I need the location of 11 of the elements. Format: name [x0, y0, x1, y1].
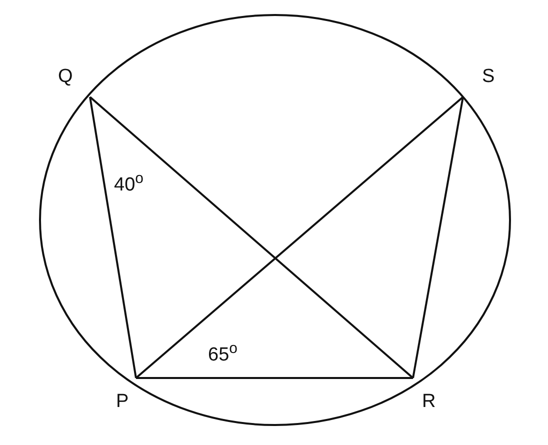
line-segment: [135, 96, 464, 379]
point-label: P: [116, 391, 129, 413]
line-segment: [412, 96, 464, 378]
point-label: Q: [58, 66, 73, 88]
line-segment: [136, 377, 413, 379]
angle-label: 65$^{o}$: [208, 340, 238, 366]
point-label: R: [422, 391, 436, 413]
angle-label: 40$^{o}$: [114, 170, 144, 196]
line-segment: [89, 96, 414, 379]
line-segment: [89, 96, 137, 378]
point-label: S: [482, 66, 495, 88]
